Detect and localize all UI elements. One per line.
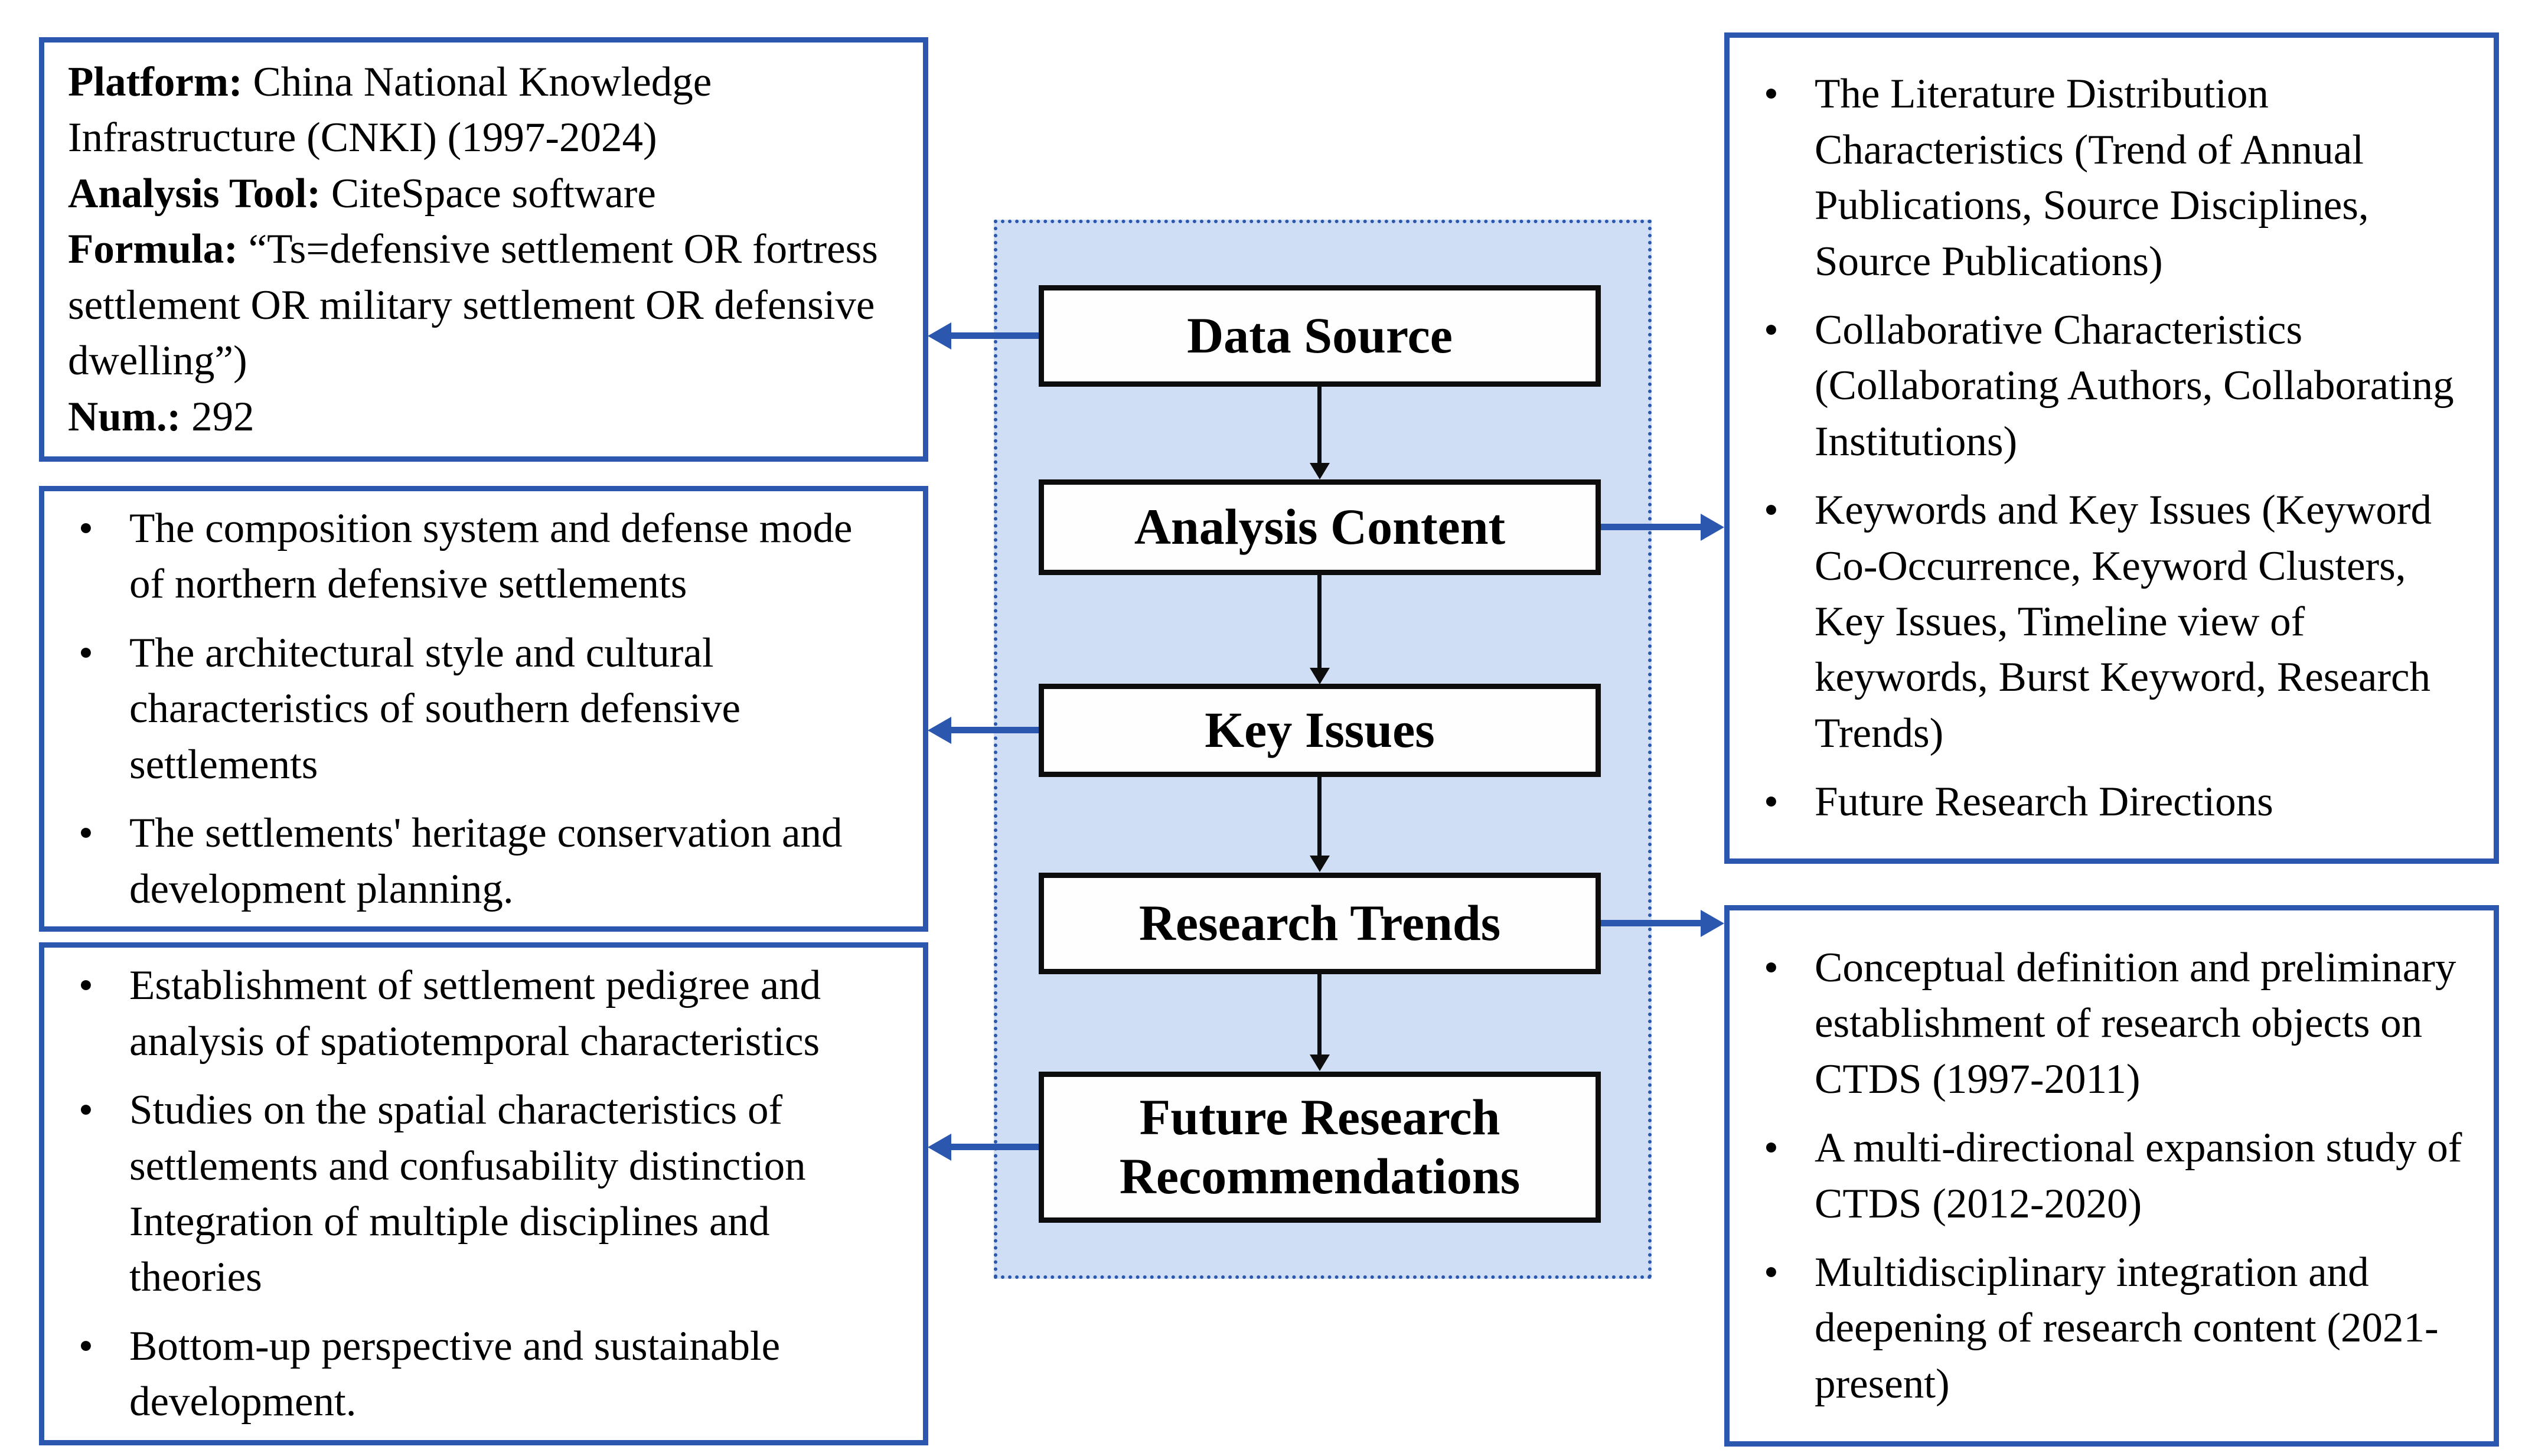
bullet-item: • Multidisciplinary integration and deep…	[1756, 1245, 2468, 1412]
down-arrow-icon	[1317, 777, 1322, 856]
detail-text: CiteSpace software	[331, 170, 656, 217]
down-arrow-icon	[1317, 974, 1322, 1055]
bullet-item: • The Literature Distribution Characteri…	[1756, 66, 2468, 289]
bullet-text: The Literature Distribution Characterist…	[1815, 71, 2369, 285]
bullet-marker: •	[79, 810, 93, 857]
left-arrow-icon-data-source	[951, 332, 1039, 339]
flow-box-label: Future Research Recommendations	[1119, 1089, 1521, 1204]
bullet-item: • Future Research Directions	[1756, 774, 2468, 830]
down-arrow-icon	[1317, 387, 1322, 463]
bullet-item: • Keywords and Key Issues (Keyword Co-Oc…	[1756, 482, 2468, 761]
bullet-marker: •	[79, 1087, 93, 1134]
detail-label: Platform:	[68, 59, 243, 106]
down-arrow-icon	[1317, 575, 1322, 668]
bullet-text: Multidisciplinary integration and deepen…	[1815, 1249, 2439, 1407]
bullet-item: • The architectural style and cultural c…	[70, 625, 897, 792]
detail-label: Formula:	[68, 226, 238, 273]
bullet-text: Establishment of settlement pedigree and…	[129, 962, 821, 1065]
flow-box-data-source: Data Source	[1039, 285, 1601, 387]
bullet-item: • Establishment of settlement pedigree a…	[70, 958, 897, 1069]
bullet-item: • Conceptual definition and preliminary …	[1756, 940, 2468, 1107]
analysis-content-details-box: • The Literature Distribution Characteri…	[1724, 32, 2499, 864]
bullet-marker: •	[1764, 779, 1779, 825]
bullet-marker: •	[79, 962, 93, 1009]
flow-box-label: Data Source	[1187, 307, 1453, 364]
flow-box-analysis-content: Analysis Content	[1039, 479, 1601, 575]
bullet-marker: •	[1764, 1125, 1779, 1171]
flow-box-label: Research Trends	[1138, 895, 1501, 952]
detail-label: Num.:	[68, 393, 181, 440]
flow-box-research-trends: Research Trends	[1039, 873, 1601, 974]
detail-text: “Ts=defensive settlement OR fortress set…	[68, 226, 878, 384]
bullet-item: • Collaborative Characteristics (Collabo…	[1756, 302, 2468, 469]
bullet-marker: •	[79, 629, 93, 676]
bullet-item: • Studies on the spatial characteristics…	[70, 1082, 897, 1305]
research-trends-details-box: • Conceptual definition and preliminary …	[1724, 905, 2499, 1447]
left-arrow-icon-future-recommendations	[951, 1144, 1039, 1150]
bullet-text: The composition system and defense mode …	[129, 505, 853, 608]
detail-entry: Num.: 292	[68, 389, 899, 445]
detail-entry: Platform: China National Knowledge Infra…	[68, 54, 899, 166]
flow-box-label: Analysis Content	[1134, 498, 1506, 556]
bullet-marker: •	[1764, 944, 1779, 991]
bullet-text: Future Research Directions	[1815, 779, 2273, 825]
bullet-item: • The settlements' heritage conservation…	[70, 805, 897, 917]
detail-entry: Analysis Tool: CiteSpace software	[68, 166, 899, 221]
flow-box-future-research-recommendations: Future Research Recommendations	[1039, 1072, 1601, 1223]
bullet-marker: •	[1764, 306, 1779, 353]
detail-entry: Formula: “Ts=defensive settlement OR for…	[68, 221, 899, 389]
key-issues-details-box: • The composition system and defense mod…	[39, 486, 928, 932]
bullet-text: A multi-directional expansion study of C…	[1815, 1125, 2462, 1227]
bullet-text: Bottom-up perspective and sustainable de…	[129, 1323, 781, 1425]
detail-text: China National Knowledge Infrastructure …	[68, 59, 712, 161]
bullet-text: Keywords and Key Issues (Keyword Co-Occu…	[1815, 487, 2432, 756]
bullet-item: • Bottom-up perspective and sustainable …	[70, 1318, 897, 1430]
bullet-text: Collaborative Characteristics (Collabora…	[1815, 306, 2454, 465]
left-arrow-icon-key-issues	[951, 727, 1039, 733]
bullet-text: The settlements' heritage conservation a…	[129, 810, 843, 912]
bullet-marker: •	[79, 1323, 93, 1369]
detail-text: 292	[191, 393, 255, 440]
flow-box-key-issues: Key Issues	[1039, 684, 1601, 777]
bullet-marker: •	[1764, 1249, 1779, 1295]
bullet-marker: •	[79, 505, 93, 552]
bullet-text: Conceptual definition and preliminary es…	[1815, 944, 2456, 1102]
bullet-marker: •	[1764, 71, 1779, 117]
flow-box-label: Key Issues	[1205, 701, 1435, 759]
data-source-details-box: Platform: China National Knowledge Infra…	[39, 37, 928, 462]
bullet-item: • A multi-directional expansion study of…	[1756, 1120, 2468, 1232]
bullet-marker: •	[1764, 487, 1779, 534]
detail-label: Analysis Tool:	[68, 170, 321, 217]
right-arrow-icon-research-trends	[1601, 920, 1701, 926]
bullet-text: Studies on the spatial characteristics o…	[129, 1087, 806, 1301]
right-arrow-icon-analysis-content	[1601, 524, 1701, 530]
bullet-item: • The composition system and defense mod…	[70, 501, 897, 612]
bullet-text: The architectural style and cultural cha…	[129, 629, 740, 788]
future-recommendations-details-box: • Establishment of settlement pedigree a…	[39, 942, 928, 1445]
